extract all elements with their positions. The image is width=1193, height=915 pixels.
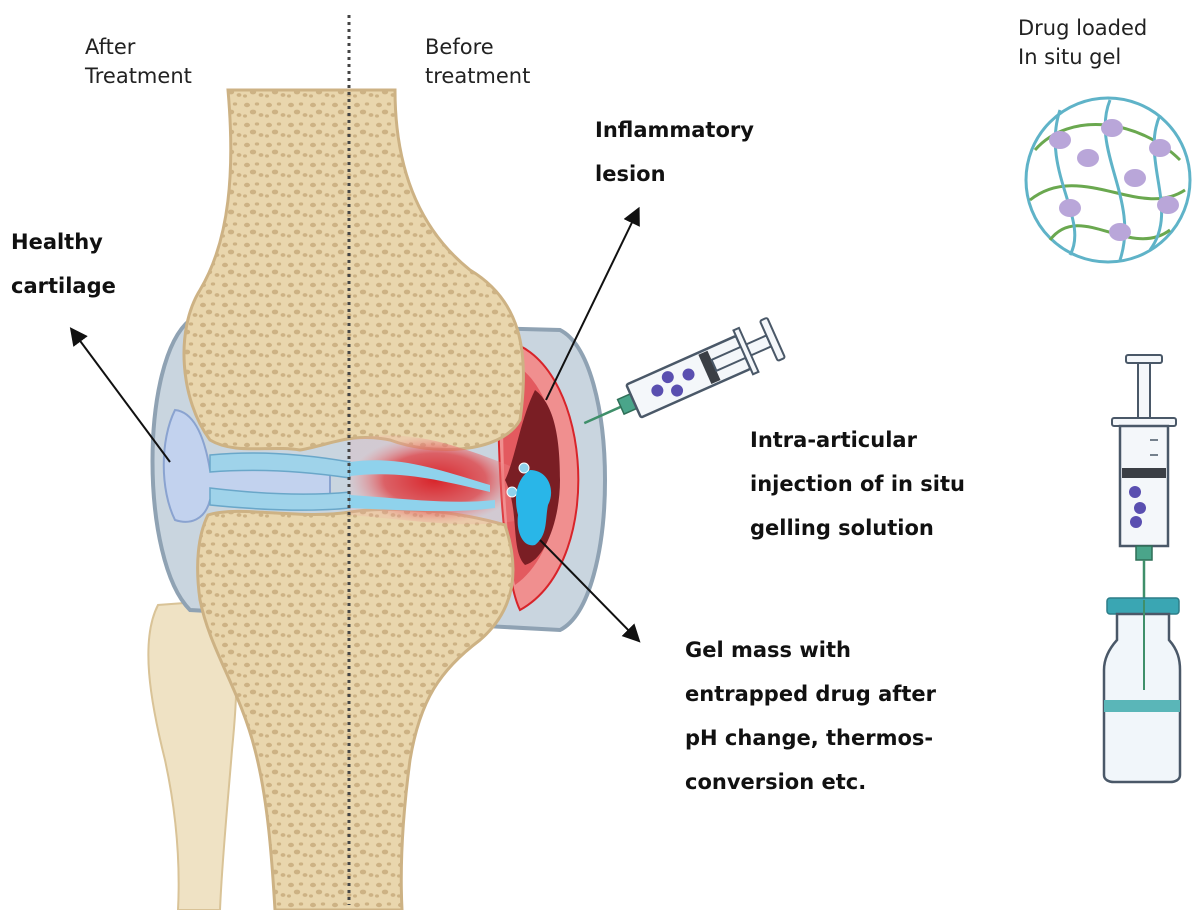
gel-mass-label: Gel mass with entrapped drug after pH ch… bbox=[685, 638, 937, 794]
drug-loaded-gel-sphere bbox=[1024, 96, 1192, 264]
intra-articular-injection-label: Intra-articular injection of in situ gel… bbox=[750, 428, 965, 540]
arrow-gel-mass bbox=[539, 539, 641, 643]
arrow-inflammatory-lesion bbox=[545, 206, 640, 401]
tibia-bone bbox=[196, 507, 515, 912]
healthy-cartilage-label: Healthy cartilage bbox=[11, 230, 116, 298]
arrow-healthy-cartilage bbox=[69, 327, 171, 463]
syringe-injecting bbox=[583, 317, 786, 425]
drug-droplet bbox=[518, 462, 530, 474]
drug-droplet bbox=[506, 486, 518, 498]
gel-mass bbox=[515, 470, 552, 546]
after-treatment-label: After Treatment bbox=[85, 35, 192, 88]
before-treatment-label: Before treatment bbox=[425, 35, 531, 88]
femur-bone bbox=[182, 88, 525, 452]
drug-loaded-gel-label: Drug loaded In situ gel bbox=[1018, 16, 1148, 69]
syringe-with-vial bbox=[1102, 354, 1182, 784]
inflammatory-lesion-label: Inflammatory lesion bbox=[595, 118, 754, 186]
